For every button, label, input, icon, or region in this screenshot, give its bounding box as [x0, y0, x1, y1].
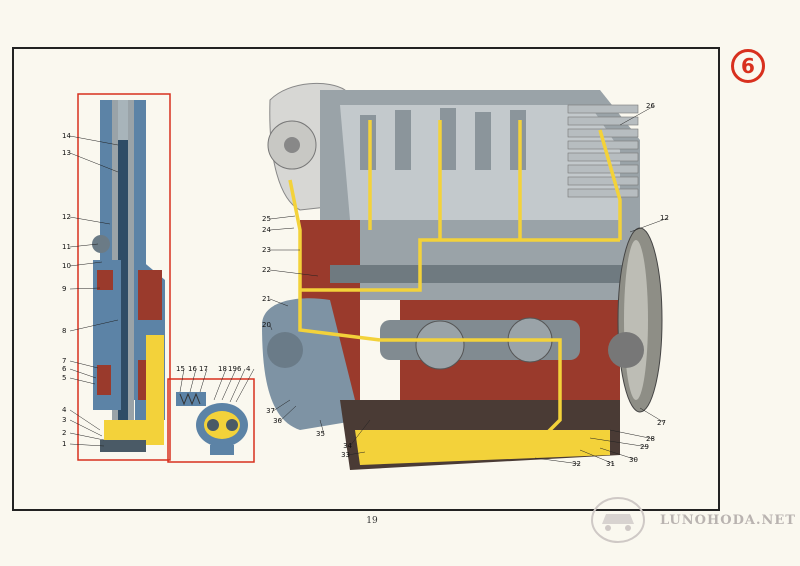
callout-label: 9	[62, 285, 66, 293]
callout-leader-line	[69, 443, 105, 447]
callout-label: 36	[273, 417, 282, 425]
callout-leader-line	[269, 324, 273, 331]
callout-label: 31	[606, 460, 615, 468]
callout-leader-line	[349, 419, 371, 447]
callout-label: 30	[629, 456, 638, 464]
callout-label: 20	[262, 321, 271, 329]
pump-callout-labels: 14 13 12 11 10 9 8 765 4 3 2 1	[62, 132, 119, 448]
callout-leader-line	[269, 269, 319, 277]
callout-label: 11	[62, 243, 71, 251]
callout-label: 6	[62, 365, 67, 373]
pump-detail-frame	[167, 378, 255, 463]
callout-leader-line	[69, 261, 103, 267]
callout-label: 19	[228, 365, 237, 373]
callout-label: 10	[62, 262, 71, 270]
engine-cutaway-drawing	[262, 82, 663, 470]
callout-label: 34	[343, 442, 352, 450]
callout-leader-line	[269, 227, 295, 231]
callout-leader-line	[69, 135, 119, 146]
callout-label: 22	[262, 266, 271, 274]
callout-label: 8	[62, 327, 66, 335]
callout-leader-line	[279, 405, 297, 422]
callout-label: 18	[218, 365, 227, 373]
callout-label: 13	[62, 149, 71, 157]
callout-label: 4	[246, 365, 251, 373]
callout-label: 14	[62, 132, 71, 140]
callout-label: 3	[62, 416, 66, 424]
callout-leader-line	[213, 368, 227, 401]
callout-label: 26	[646, 102, 655, 110]
pump-section-drawing	[92, 100, 165, 452]
callout-leader-line	[629, 217, 669, 233]
section-number-badge: 6	[731, 49, 765, 83]
callout-label: 4	[62, 406, 67, 414]
pump-section-frame	[77, 93, 171, 461]
callout-label: 32	[572, 460, 581, 468]
callout-label: 21	[262, 295, 271, 303]
callout-leader-line	[69, 368, 97, 379]
callout-label: 6	[237, 365, 242, 373]
pump-detail-drawing	[176, 392, 248, 455]
callout-leader-line	[534, 457, 581, 465]
callout-leader-line	[69, 319, 119, 332]
callout-leader-line	[69, 432, 105, 441]
callout-leader-line	[69, 243, 99, 248]
callout-leader-line	[69, 360, 99, 369]
callout-leader-line	[589, 437, 649, 448]
callout-label: 28	[646, 435, 655, 443]
callout-leader-line	[69, 419, 103, 437]
callout-label: 29	[640, 443, 649, 451]
callout-label: 5	[62, 374, 66, 382]
callout-leader-line	[272, 399, 291, 412]
callout-label: 16	[188, 365, 197, 373]
callout-leader-line	[69, 152, 119, 173]
watermark-logo	[591, 497, 645, 543]
callout-leader-line	[235, 368, 255, 403]
callout-leader-line	[69, 409, 101, 431]
callout-label: 1	[62, 440, 66, 448]
callout-leader-line	[619, 105, 655, 126]
callout-label: 33	[341, 451, 350, 459]
callout-leader-line	[319, 419, 325, 435]
callout-leader-line	[189, 368, 197, 393]
callout-leader-line	[609, 429, 655, 440]
callout-leader-line	[229, 368, 246, 403]
callout-label: 2	[62, 429, 66, 437]
callout-label: 7	[62, 357, 66, 365]
callout-leader-line	[69, 377, 96, 385]
callout-label: 25	[262, 215, 271, 223]
watermark-text: LUNOHODA.NET	[660, 513, 796, 528]
callout-leader-line	[269, 215, 296, 220]
callout-leader-line	[579, 449, 615, 465]
callout-label: 17	[199, 365, 208, 373]
callout-label: 23	[262, 246, 271, 254]
callout-label: 35	[316, 430, 325, 438]
callout-leader-line	[69, 216, 111, 225]
callout-leader-line	[639, 407, 666, 424]
callout-label: 12	[660, 214, 669, 222]
callout-leader-line	[347, 451, 366, 456]
callout-label: 37	[266, 407, 275, 415]
page-number: 19	[366, 516, 378, 526]
figure-frame	[12, 47, 720, 511]
callout-leader-line	[179, 368, 185, 393]
callout-leader-line	[221, 368, 237, 401]
callout-label: 27	[657, 419, 666, 427]
callout-leader-line	[69, 287, 101, 290]
callout-leader-line	[599, 447, 638, 461]
callout-label: 12	[62, 213, 71, 221]
callout-leader-line	[199, 368, 208, 393]
callout-label: 15	[176, 365, 185, 373]
callout-label: 24	[262, 226, 271, 234]
callout-leader-line	[269, 298, 289, 307]
